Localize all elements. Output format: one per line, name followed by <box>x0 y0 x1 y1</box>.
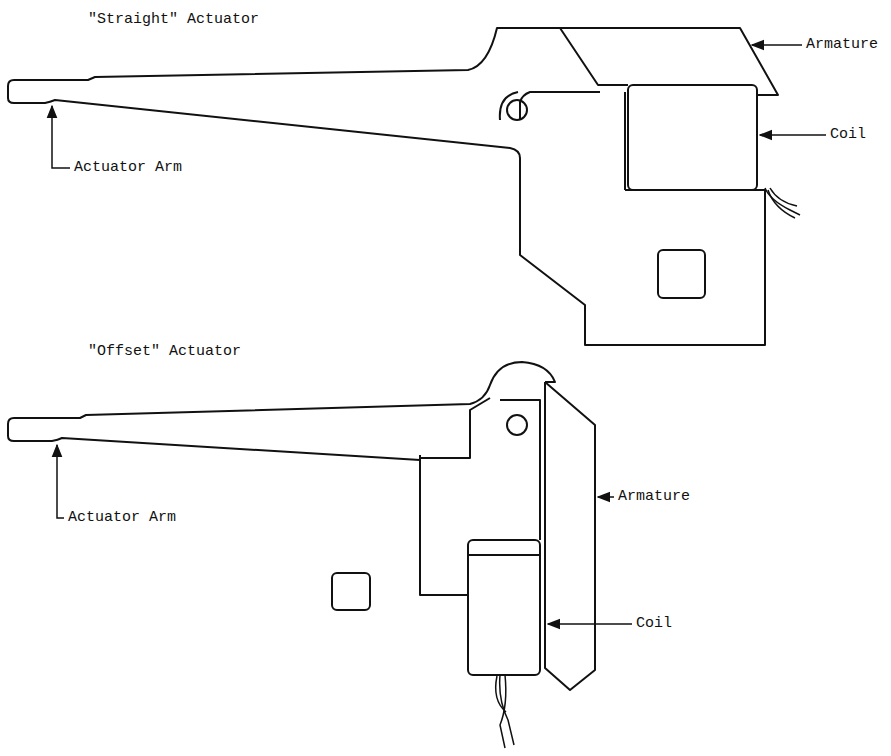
leader-line <box>598 496 614 498</box>
pivot-hub <box>500 92 518 120</box>
actuator-arm <box>8 80 765 345</box>
actuator-arm <box>8 418 420 460</box>
frame <box>625 189 765 191</box>
leader-line <box>57 445 64 518</box>
leader-line <box>52 106 70 168</box>
part-label: Armature <box>618 488 690 506</box>
coil <box>468 540 540 675</box>
actuator-arm <box>14 362 555 418</box>
coil <box>628 85 757 190</box>
part-label: Actuator Arm <box>68 509 176 527</box>
frame <box>420 455 468 595</box>
armature <box>560 28 628 85</box>
figure-title: "Offset" Actuator <box>88 343 241 361</box>
armature <box>545 382 595 690</box>
part-label: Coil <box>636 615 672 633</box>
frame <box>500 400 540 540</box>
leader-line <box>752 44 802 46</box>
part-label: Armature <box>806 36 878 54</box>
frame-hole <box>658 250 705 298</box>
pivot <box>507 415 527 435</box>
part-label: Actuator Arm <box>74 159 182 177</box>
part-label: Coil <box>830 126 866 144</box>
leader-line <box>760 134 826 136</box>
figure-title: "Straight" Actuator <box>88 11 259 29</box>
coil-wires <box>496 675 506 748</box>
frame <box>520 92 600 120</box>
frame-hole <box>332 573 370 610</box>
leader-line <box>548 623 632 625</box>
coil-wires <box>768 188 797 218</box>
frame <box>624 92 626 190</box>
coil <box>468 554 540 556</box>
frame <box>420 398 490 458</box>
pivot <box>507 100 527 120</box>
